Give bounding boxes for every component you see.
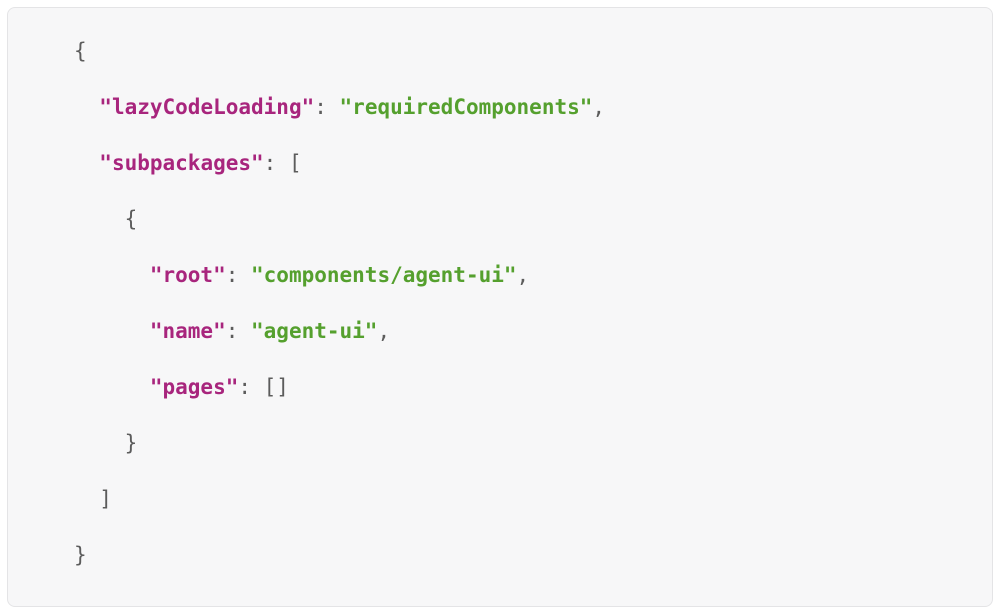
- code-line: "lazyCodeLoading": "requiredComponents",: [74, 79, 972, 135]
- punctuation-token: :: [225, 319, 252, 343]
- punctuation-token: }: [74, 431, 138, 455]
- punctuation-token: ,: [377, 319, 391, 343]
- code-line: "root": "components/agent-ui",: [74, 247, 972, 303]
- punctuation-token: [74, 263, 150, 287]
- punctuation-token: [74, 319, 150, 343]
- punctuation-token: [74, 95, 99, 119]
- code-line: {: [74, 23, 972, 79]
- punctuation-token: : [: [263, 151, 302, 175]
- punctuation-token: [74, 151, 99, 175]
- key-token: "pages": [149, 375, 239, 399]
- punctuation-token: {: [74, 39, 87, 63]
- code-line: ]: [74, 471, 972, 527]
- code-line: {: [74, 191, 972, 247]
- string-token: "components/agent-ui": [251, 263, 517, 287]
- punctuation-token: :: [225, 263, 252, 287]
- code-line: "subpackages": [: [74, 135, 972, 191]
- punctuation-token: {: [74, 207, 138, 231]
- code-line: }: [74, 527, 972, 583]
- code-line: "name": "agent-ui",: [74, 303, 972, 359]
- string-token: "agent-ui": [251, 319, 378, 343]
- key-token: "name": [149, 319, 226, 343]
- code-block: { "lazyCodeLoading": "requiredComponents…: [7, 7, 993, 607]
- punctuation-token: :: [314, 95, 340, 119]
- key-token: "lazyCodeLoading": [99, 95, 315, 119]
- string-token: "requiredComponents": [339, 95, 593, 119]
- punctuation-token: ,: [592, 95, 606, 119]
- punctuation-token: [74, 375, 150, 399]
- key-token: "root": [149, 263, 226, 287]
- punctuation-token: : []: [238, 375, 289, 399]
- punctuation-token: ]: [74, 487, 112, 511]
- punctuation-token: }: [74, 543, 87, 567]
- code-line: }: [74, 415, 972, 471]
- code-line: "pages": []: [74, 359, 972, 415]
- key-token: "subpackages": [99, 151, 264, 175]
- punctuation-token: ,: [516, 263, 530, 287]
